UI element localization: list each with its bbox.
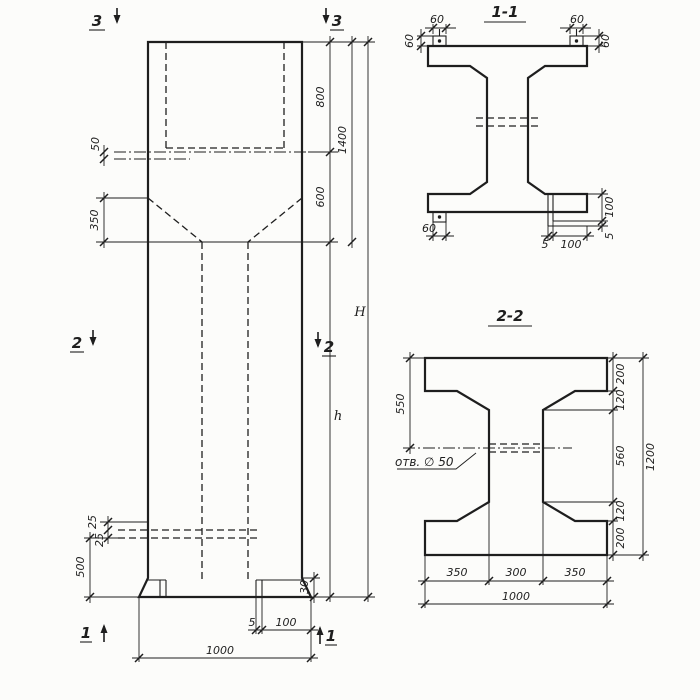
section-2-2-title: 2-2 (496, 307, 523, 325)
dimension-lines (409, 352, 644, 605)
dim-60-top-left: 60 (430, 13, 444, 26)
column-outline (137, 40, 313, 599)
dim-25a-label: 25 (86, 515, 99, 529)
anchor-plates (432, 29, 587, 227)
dim-30-label: 30 (298, 580, 311, 594)
web-joint-hidden-line (476, 117, 540, 127)
section-2-2-view: 2-2 отв. ∅ 50 550 200 120 560 120 200 (394, 307, 657, 609)
dim-1200-label: 1200 (644, 443, 657, 471)
dim-200-top: 200 (614, 364, 627, 385)
dimension-ticks (416, 23, 607, 241)
dim-5-right: 5 (603, 233, 616, 240)
hole-label: отв. ∅ 50 (395, 455, 454, 469)
dim-500-label: 500 (74, 557, 87, 578)
dim-60-left: 60 (403, 34, 416, 48)
section-markers: 3 3 2 2 1 1 (70, 8, 344, 646)
section-marker-3-right: 3 (332, 12, 342, 30)
dim-H-label: H (353, 305, 366, 320)
dim-120-top: 120 (614, 390, 627, 411)
dim-800-label: 800 (314, 87, 327, 108)
section-1-1-view: 1-1 (403, 3, 616, 251)
section-1-1-title: 1-1 (491, 3, 518, 21)
dim-1400-label: 1400 (336, 126, 349, 154)
dim-550-label: 550 (394, 394, 407, 415)
dim-25b-label: 25 (93, 533, 106, 547)
dim-1000-label: 1000 (206, 644, 234, 657)
extension-lines (417, 24, 608, 241)
dim-60-top-right: 60 (570, 13, 584, 26)
section-1-1-outline (426, 44, 589, 214)
section-marker-3-left: 3 (92, 12, 102, 30)
dim-560-label: 560 (614, 446, 627, 467)
dimension-lines (420, 27, 603, 237)
dim-100-right: 100 (603, 197, 616, 218)
dim-60-bottom-left: 60 (422, 222, 436, 235)
section-marker-1-left: 1 (81, 624, 91, 642)
section-marker-2-left: 2 (72, 334, 82, 352)
dim-5-bottom: 5 (542, 238, 549, 251)
dim-100-bottom: 100 (561, 238, 582, 251)
hole-leader-line (397, 452, 477, 470)
dim-600-label: 600 (314, 187, 327, 208)
section-marker-2-right: 2 (324, 338, 334, 356)
dim-300-label: 300 (506, 566, 527, 579)
hole-hidden-line (489, 443, 543, 453)
dim-50-label: 50 (89, 137, 102, 151)
dim-5-label: 5 (249, 616, 256, 629)
dim-60-right: 60 (599, 34, 612, 48)
dim-350-right: 350 (565, 566, 586, 579)
hidden-lines (118, 42, 303, 580)
elevation-view: 50 350 800 600 1400 h H 25 25 500 30 5 1… (70, 8, 375, 663)
dim-120-bottom: 120 (614, 501, 627, 522)
dim-350-label: 350 (88, 210, 101, 231)
dim-350-left: 350 (447, 566, 468, 579)
dim-200-bottom: 200 (614, 528, 627, 549)
axis-lines (114, 151, 308, 160)
dim-h-label: h (334, 409, 342, 424)
section-marker-1-right: 1 (326, 627, 336, 645)
dim-100-label: 100 (276, 616, 297, 629)
dim-1000-label: 1000 (502, 590, 530, 603)
